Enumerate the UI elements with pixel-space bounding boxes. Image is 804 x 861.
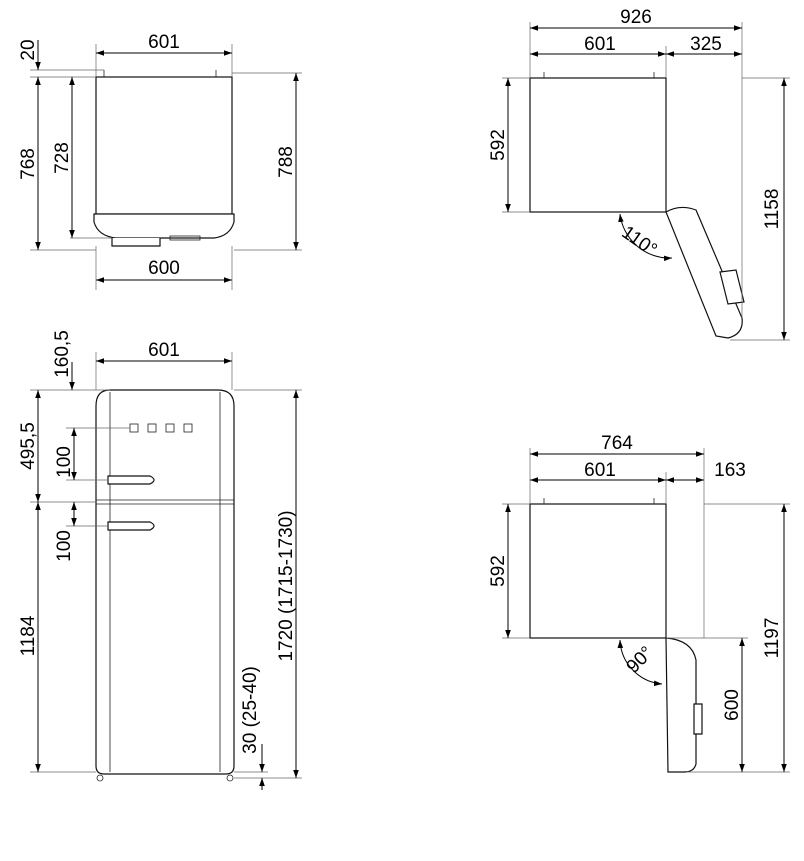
dim-top110-overall: 926: [620, 7, 652, 28]
side-view: 601 600 20 768 728 788: [18, 32, 302, 290]
dim-top90-door-len: 600: [722, 689, 743, 721]
dim-side-width-top: 601: [148, 32, 180, 53]
dim-front-feet: 30 (25-40): [240, 666, 261, 754]
dim-front-handle-gap-upper: 100: [54, 446, 75, 478]
dim-top90-depth-total: 1197: [762, 618, 783, 659]
dim-top110-body: 601: [584, 34, 616, 55]
front-view-foot-right: [226, 774, 234, 782]
top-110-handle: [719, 269, 745, 305]
dim-side-width-bottom: 600: [148, 258, 180, 279]
side-view-handle: [111, 238, 161, 247]
dim-front-width: 601: [148, 340, 180, 361]
dim-top110-depth: 592: [488, 129, 509, 161]
dim-top90-overall: 764: [601, 433, 633, 454]
top-view-110: 926 601 325 592 110° 1158: [488, 7, 790, 341]
top-view-90: 764 601 163 592 90° 600 1197: [488, 433, 790, 773]
dim-side-height-body: 728: [52, 142, 73, 174]
dim-side-top-gap: 20: [18, 39, 39, 60]
top-110-door: [665, 206, 743, 339]
dim-top90-door: 163: [714, 460, 746, 481]
front-view: 601 160,5 495,5 100 100 1184 30 (25-40) …: [18, 330, 302, 790]
top-90-body: [529, 503, 667, 639]
dim-top110-door: 325: [690, 34, 722, 55]
dim-front-top-offset: 160,5: [52, 330, 73, 378]
front-view-foot-left: [96, 774, 104, 782]
dim-front-total-height: 1720 (1715-1730): [276, 510, 297, 661]
dim-side-height-right: 788: [276, 146, 297, 178]
dim-side-height-total: 768: [18, 148, 39, 180]
top-90-door: [665, 637, 697, 773]
front-view-body: [95, 389, 235, 775]
top-90-handle: [693, 703, 703, 735]
side-view-door: [93, 213, 235, 239]
side-view-body: [95, 76, 233, 215]
dim-top90-angle: 90°: [623, 643, 658, 678]
front-view-handle-upper: [107, 475, 155, 485]
dim-top90-body: 601: [584, 460, 616, 481]
dim-front-handle-gap-lower: 100: [54, 530, 75, 562]
dim-top90-depth: 592: [488, 555, 509, 587]
top-110-body: [529, 77, 667, 213]
dim-top110-depth-total: 1158: [762, 189, 783, 230]
dim-front-upper-height: 495,5: [18, 422, 39, 470]
dim-front-lower-height: 1184: [18, 615, 39, 656]
front-view-handle-lower: [107, 521, 155, 531]
